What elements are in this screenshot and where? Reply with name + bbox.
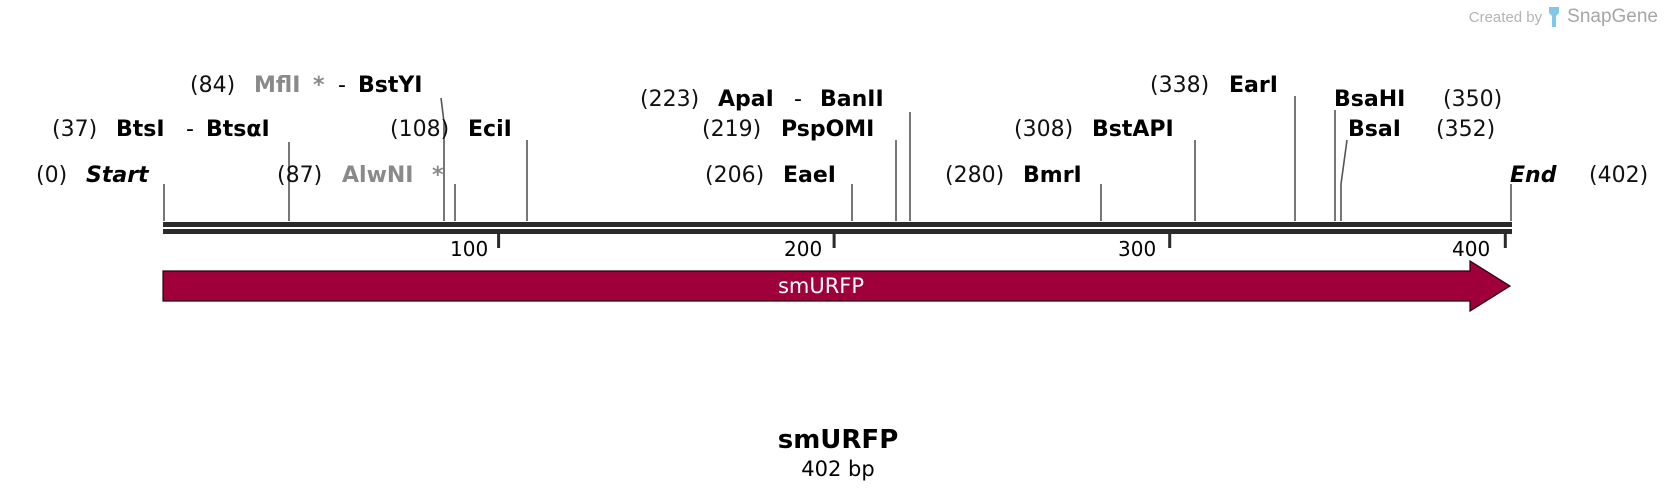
site-mfli-star: *	[313, 73, 325, 98]
site-bsai-position: (352)	[1436, 117, 1495, 142]
site-banii-name: BanII	[820, 87, 884, 112]
start-label: Start	[86, 163, 150, 188]
site-bstapi-name: BstAPI	[1092, 117, 1174, 142]
site-ecii-position: (108)	[390, 117, 449, 142]
cut-site-lines	[163, 96, 1512, 221]
site-alwni-name: AlwNI	[342, 163, 414, 188]
site-ecii-name: EciI	[468, 117, 512, 142]
site-btsi-name: BtsI	[116, 117, 165, 142]
start-position: (0)	[36, 163, 67, 188]
credit-prefix: Created by	[1468, 8, 1543, 26]
site-eari-name: EarI	[1229, 73, 1278, 98]
site-mfli-separator: -	[338, 73, 346, 98]
sequence-length: 402 bp	[801, 457, 874, 481]
site-bmri-position: (280)	[945, 163, 1004, 188]
site-eaei-position: (206)	[705, 163, 764, 188]
site-eaei-name: EaeI	[783, 163, 836, 188]
site-btsai-name: BtsαI	[206, 117, 270, 142]
ruler-tick-100	[497, 234, 501, 248]
site-eari-position: (338)	[1150, 73, 1209, 98]
feature-arrow-smurfp[interactable]	[162, 259, 1512, 313]
ruler-tick-label-300: 300	[1118, 237, 1156, 261]
snapgene-credit: Created by SnapGene	[1469, 6, 1658, 28]
ruler-tick-label-200: 200	[784, 237, 822, 261]
ruler-tick-400	[1503, 234, 1507, 248]
site-btsi-separator: -	[186, 117, 194, 142]
end-label: End	[1510, 163, 1557, 188]
feature-label: smURFP	[778, 274, 864, 298]
site-alwni-position: (87)	[277, 163, 322, 188]
site-apai-separator: -	[794, 87, 802, 112]
site-bstyi-name: BstYI	[358, 73, 423, 98]
cut-line-bstyi	[440, 97, 445, 221]
dna-backbone-top-strand	[163, 222, 1512, 227]
snapgene-logo-icon	[1549, 7, 1560, 27]
ruler-tick-300	[1168, 234, 1172, 248]
site-apai-name: ApaI	[718, 87, 774, 112]
site-pspomi-position: (219)	[702, 117, 761, 142]
credit-brand: SnapGene	[1567, 6, 1658, 27]
site-mfli-name: MflI	[254, 73, 300, 98]
end-position: (402)	[1589, 163, 1648, 188]
site-mfli-position: (84)	[190, 73, 235, 98]
dna-backbone-bottom-strand	[163, 229, 1512, 234]
site-btsi-position: (37)	[52, 117, 97, 142]
ruler-tick-label-400: 400	[1452, 237, 1490, 261]
site-apai-position: (223)	[640, 87, 699, 112]
sequence-title: smURFP	[778, 425, 899, 455]
site-bsahi-position: (350)	[1443, 87, 1502, 112]
site-bsahi-name: BsaHI	[1334, 87, 1405, 112]
site-bstapi-position: (308)	[1014, 117, 1073, 142]
site-pspomi-name: PspOMI	[781, 117, 874, 142]
ruler	[497, 234, 1507, 248]
ruler-tick-label-100: 100	[450, 237, 488, 261]
site-bmri-name: BmrI	[1023, 163, 1082, 188]
ruler-tick-200	[832, 234, 836, 248]
site-alwni-star: *	[432, 163, 444, 188]
site-bsai-name: BsaI	[1348, 117, 1401, 142]
cut-line-bsai	[1340, 139, 1348, 221]
